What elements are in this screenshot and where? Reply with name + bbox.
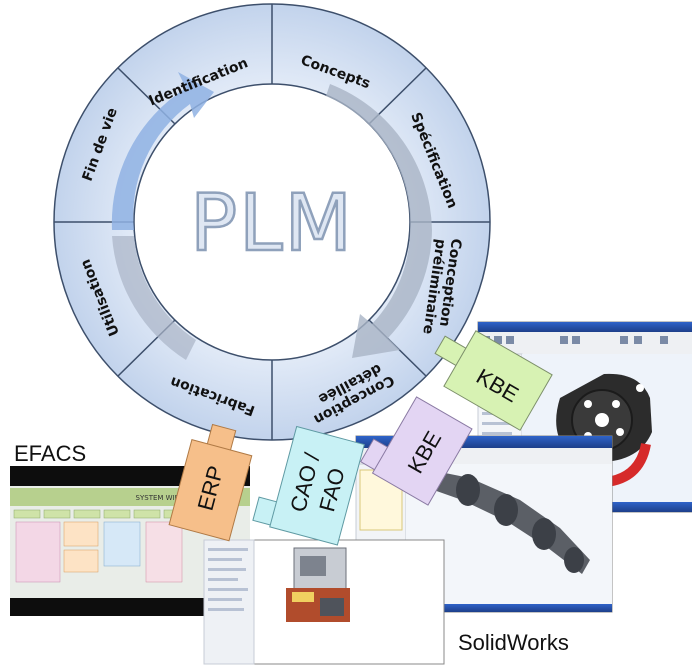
crankshaft-image [428,470,590,574]
machine-image [286,547,350,622]
tag-erp: ERP [168,423,253,542]
cycle-arrow-blue [111,72,214,230]
tag-cao-fao: CAO / FAO [252,425,365,546]
plm-ring: PLM Identification Concepts Spécificatio… [53,3,491,441]
tag-kbe-purple: KBE [360,396,473,506]
plm-center-label: PLM [190,179,354,269]
cycle-arrow-grey [326,84,432,358]
efacs-banner: SYSTEM WIDE [136,494,185,502]
tag-kbe-green: KBE [434,330,553,431]
cycle-arrow-grey-left [112,236,196,360]
solidworks-screenshot-bottom: SolidWorks [203,539,569,665]
solidworks-caption: SolidWorks [458,630,569,655]
efacs-caption: EFACS [14,441,86,466]
